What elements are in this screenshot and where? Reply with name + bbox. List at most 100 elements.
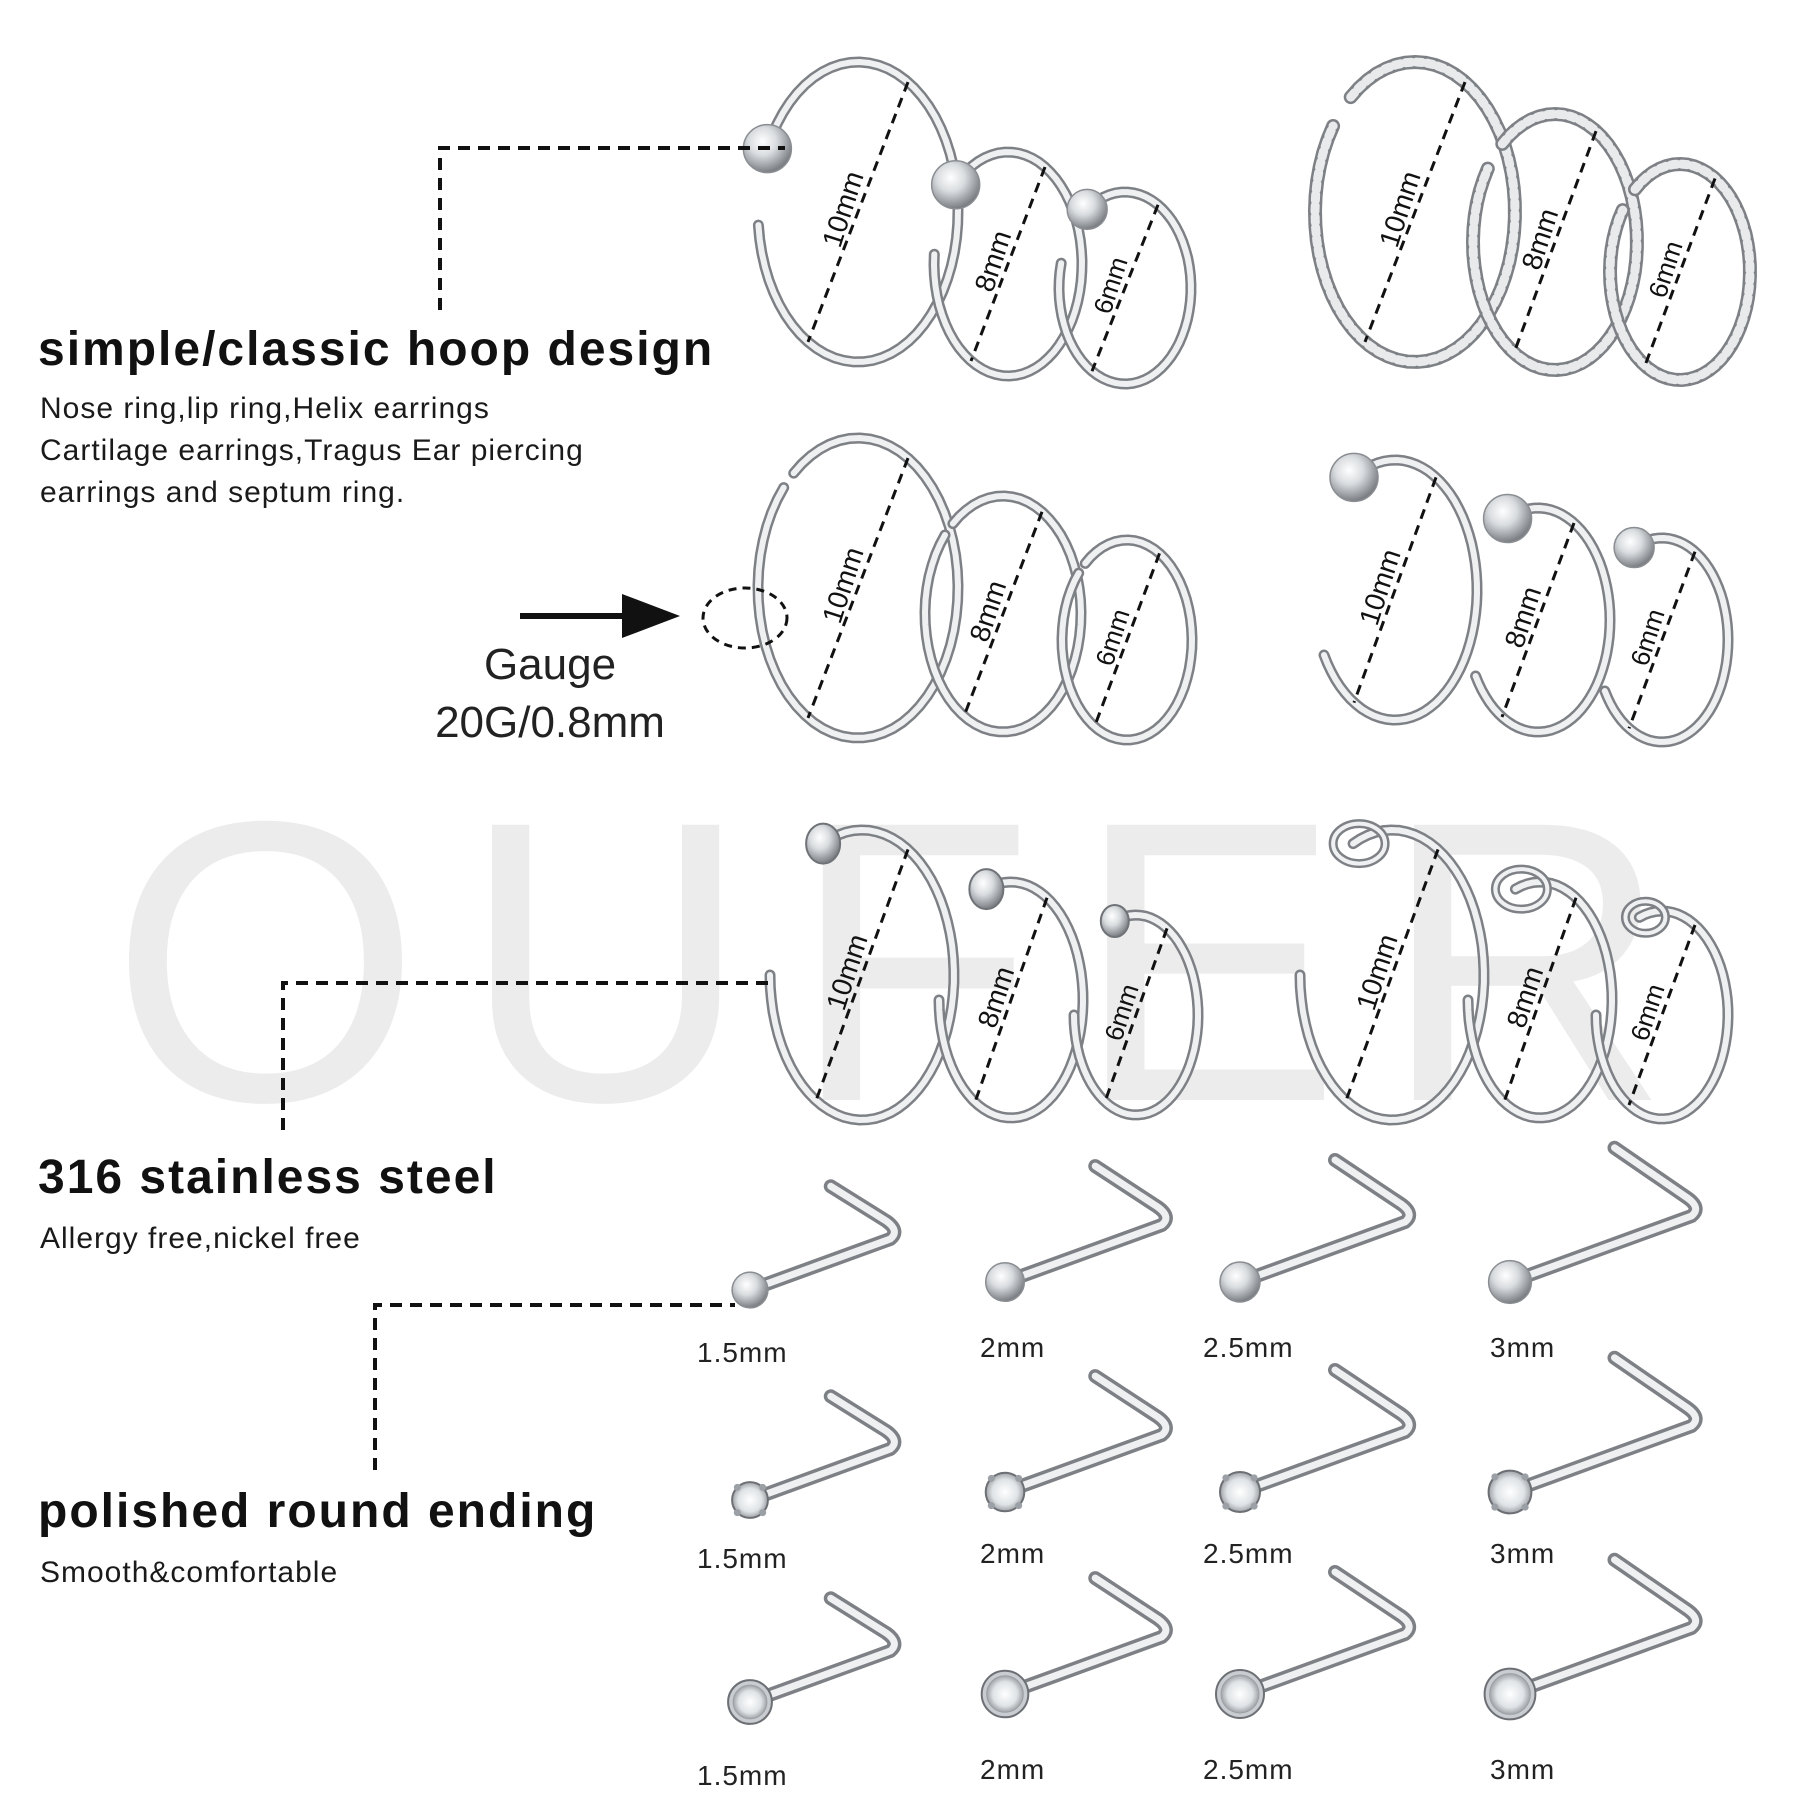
stud-prong: [1521, 1503, 1529, 1511]
hoop-highlight: [1601, 534, 1732, 745]
diameter-line: [1363, 81, 1467, 343]
ball-end: [1066, 188, 1108, 231]
hoop-desc-line-2: Cartilage earrings,Tragus Ear piercing: [40, 434, 584, 467]
callout-ending-line: [373, 1303, 735, 1470]
ball-end: [1329, 452, 1379, 503]
stud-post: [1506, 1144, 1700, 1286]
ball-end: [1482, 493, 1533, 544]
gauge-arrow-head: [622, 594, 680, 638]
diameter-line: [814, 848, 910, 1102]
steel-feature-title: 316 stainless steel: [38, 1151, 498, 1204]
stud-prong-gem: [984, 1471, 1026, 1513]
hoop-highlight: [1058, 536, 1196, 743]
hoop-ring: 8mm: [928, 146, 1088, 382]
diameter-line: [1502, 897, 1578, 1103]
hoop-desc-line-1: Nose ring,lip ring,Helix earrings: [40, 392, 490, 425]
l-shape-stud: [984, 1369, 1173, 1513]
hoop-highlight: [1605, 159, 1755, 385]
stud-size-label: 2mm: [980, 1332, 1046, 1363]
diameter-line: [806, 81, 910, 343]
callout-hoop-line: [438, 146, 785, 310]
ball-end: [930, 160, 981, 210]
hoop-highlight: [1465, 878, 1616, 1121]
callout-steel-line: [281, 981, 768, 1130]
stud-size-label: 2.5mm: [1203, 1754, 1294, 1785]
flat-disc-end: [805, 822, 842, 865]
stud-post: [1506, 1354, 1700, 1496]
stud-bezel-gem: [732, 1684, 768, 1720]
ball-end: [1613, 526, 1655, 569]
stud-post: [746, 1182, 898, 1294]
stud-prong: [1015, 1474, 1023, 1482]
diameter-line: [1344, 848, 1440, 1102]
flat-disc-end: [968, 868, 1005, 911]
ending-feature-description: Smooth&comfortable: [40, 1556, 339, 1589]
hoop-highlight: [1071, 911, 1202, 1118]
stud-ball-head: [1219, 1261, 1261, 1303]
l-shape-stud: [1219, 1153, 1417, 1303]
stud-ball-head: [1487, 1259, 1533, 1305]
hoop-feature-title: simple/classic hoop design: [38, 323, 715, 376]
stud-prong-gem: [731, 1481, 769, 1519]
hoop-ring: 8mm: [1470, 493, 1616, 738]
stud-bezel-gem: [986, 1675, 1024, 1713]
stud-post: [1236, 1156, 1413, 1286]
stud-prong: [733, 1509, 741, 1517]
stud-prong: [1491, 1473, 1499, 1481]
stud-size-label: 2.5mm: [1203, 1538, 1294, 1569]
stud-prong: [1250, 1502, 1258, 1510]
diameter-line: [962, 511, 1044, 717]
hoop-highlight: [1297, 826, 1487, 1124]
stud-size-label: 1.5mm: [697, 1337, 788, 1368]
stud-ball-head: [984, 1261, 1026, 1303]
l-shape-stud: [1487, 1140, 1703, 1305]
hoop-highlight: [754, 434, 962, 741]
l-shape-stud: [1487, 1350, 1703, 1515]
hoop-ring: 6mm: [1599, 526, 1734, 748]
diameter-line: [1627, 551, 1697, 729]
flat-disc-end: [1099, 904, 1130, 939]
stud-size-label: 2mm: [980, 1538, 1046, 1569]
hoop-highlight: [767, 826, 957, 1124]
stud-post: [1236, 1366, 1413, 1496]
hoop-desc-line-3: earrings and septum ring.: [40, 476, 406, 509]
stud-post: [1001, 1574, 1170, 1698]
stud-prong: [759, 1483, 767, 1491]
l-shape-stud: [1219, 1363, 1417, 1513]
stud-bezel-gem: [1220, 1674, 1260, 1714]
stud-size-label: 1.5mm: [697, 1543, 788, 1574]
stud-post: [746, 1392, 898, 1504]
gauge-value: 20G/0.8mm: [435, 698, 665, 747]
l-shape-stud: [1215, 1565, 1417, 1719]
stud-prong: [1521, 1473, 1529, 1481]
gauge-label: Gauge: [483, 640, 617, 689]
stud-post: [1236, 1568, 1413, 1698]
stud-prong: [1222, 1474, 1230, 1482]
hoop-feature-description: Nose ring,lip ring,Helix earrings Cartil…: [40, 388, 670, 514]
hoop-highlight: [921, 492, 1085, 735]
stud-ball-head: [731, 1271, 769, 1309]
l-shape-stud: [731, 1389, 902, 1519]
diameter-line: [1500, 522, 1576, 718]
stud-prong-gem: [1219, 1471, 1261, 1513]
hoop-highlight: [1055, 189, 1194, 388]
stud-size-label: 1.5mm: [697, 1760, 788, 1791]
diameter-line: [1352, 476, 1438, 704]
stud-size-label: 2.5mm: [1203, 1332, 1294, 1363]
diameter-line: [969, 166, 1047, 362]
diameter-line: [973, 897, 1049, 1103]
diameter-line: [1627, 924, 1697, 1106]
hoop-ring: 6mm: [1590, 896, 1734, 1125]
steel-feature-description: Allergy free,nickel free: [40, 1222, 361, 1255]
stud-prong: [1491, 1503, 1499, 1511]
stud-size-label: 2mm: [980, 1754, 1046, 1785]
hoop-ring: 6mm: [1068, 904, 1204, 1121]
stud-prong-gem: [1487, 1469, 1533, 1515]
stud-prong: [987, 1502, 995, 1510]
hoop-highlight: [1321, 456, 1481, 724]
stud-size-label: 3mm: [1490, 1332, 1556, 1363]
stud-post: [1001, 1162, 1170, 1286]
